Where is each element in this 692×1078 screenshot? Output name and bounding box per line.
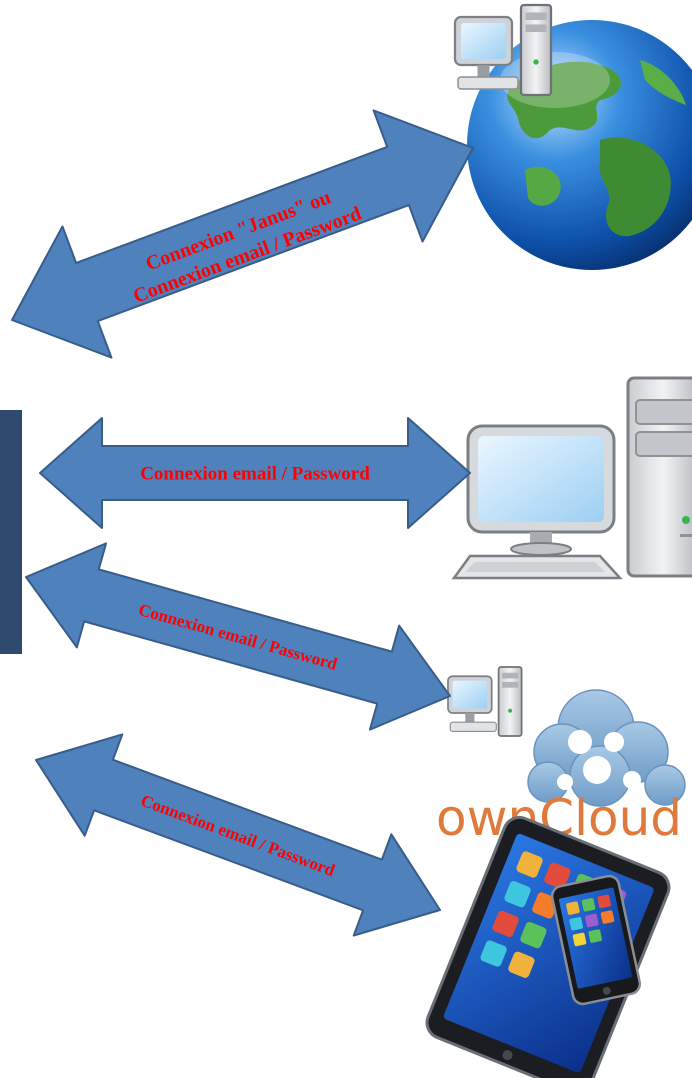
arrow-shape (25, 542, 451, 731)
double-arrow-3 (25, 542, 451, 731)
arrow-shape (39, 417, 471, 529)
arrow-shape (35, 733, 441, 937)
desktop-computer-icon (451, 376, 692, 580)
arrows-layer: Connexion "Janus" ouConnexion email / Pa… (11, 109, 474, 937)
double-arrow-4 (35, 733, 441, 937)
tablet-and-phone-icon (425, 815, 671, 1078)
double-arrow-2 (39, 417, 471, 529)
owncloud-logo-icon: ownCloud (436, 666, 686, 847)
arrow-label: Connexion email / Password (140, 464, 370, 485)
server-panel (0, 410, 22, 654)
arrow-label-line: Connexion email / Password (140, 464, 370, 485)
double-arrow-1 (11, 109, 474, 359)
arrow-shape (11, 109, 474, 359)
globe-with-computer-icon (453, 3, 692, 270)
